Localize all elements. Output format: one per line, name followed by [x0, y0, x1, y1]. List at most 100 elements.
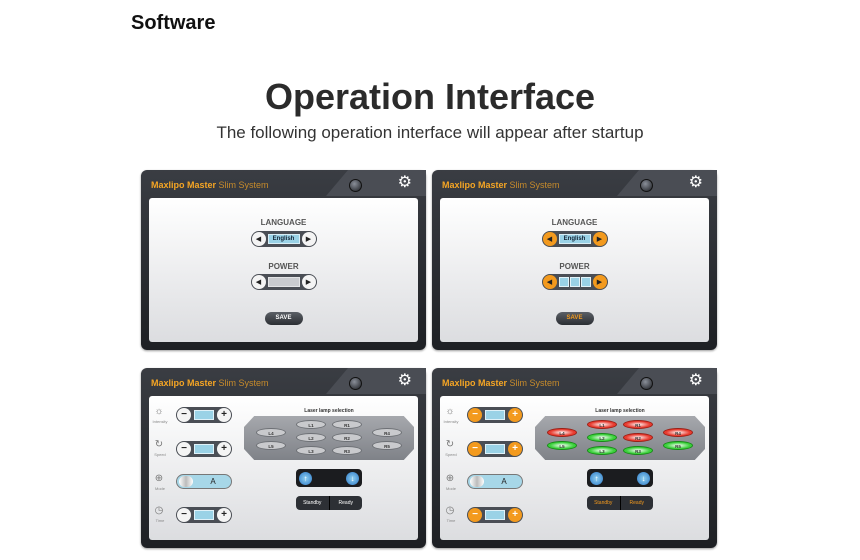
lamp-R4[interactable]: R4	[663, 428, 693, 437]
brand-name: Maxlipo Master	[151, 378, 217, 388]
brand-subtitle: Slim System	[509, 378, 560, 388]
lamp-L2[interactable]: L2	[296, 433, 326, 442]
panel-header: Maxlipo Master Slim System ⚙	[432, 368, 717, 396]
mode-toggle[interactable]: A	[467, 474, 523, 489]
gear-icon[interactable]: ⚙	[397, 174, 412, 191]
mode-icon: ⊕	[445, 473, 455, 484]
arrow-left-icon[interactable]: ◀	[542, 275, 557, 289]
intensity-caption: Intensity	[152, 419, 168, 424]
arrow-right-icon[interactable]: ▶	[301, 232, 316, 246]
lamp-L1[interactable]: L1	[587, 420, 617, 429]
mode-icon: ⊕	[154, 473, 164, 484]
arrow-left-icon[interactable]: ◀	[251, 232, 266, 246]
speed-display	[194, 444, 214, 454]
lamp-L3[interactable]: L3	[296, 446, 326, 455]
lamp-L5[interactable]: L5	[256, 441, 286, 450]
power-level-display	[267, 277, 300, 287]
clock-icon: ◷	[154, 505, 164, 516]
lamp-board: L1 R1 L4 R4 L2 R2 L5 R5 L3 R3	[535, 416, 705, 460]
arrow-down-icon[interactable]: ↓	[346, 471, 359, 485]
minus-button[interactable]: −	[177, 442, 191, 456]
intensity-icon: ☼	[154, 406, 164, 417]
arrow-right-icon[interactable]: ▶	[301, 275, 316, 289]
panel-header: Maxlipo Master Slim System ⚙	[141, 170, 426, 198]
lamp-selection-title: Laser lamp selection	[595, 408, 645, 414]
settings-panel-active: Maxlipo Master Slim System ⚙ LANGUAGE ◀ …	[432, 170, 717, 350]
speed-stepper: − +	[467, 441, 523, 457]
control-panel-default: Maxlipo Master Slim System ⚙ ☼ Intensity…	[141, 368, 426, 548]
page-subtitle: The following operation interface will a…	[216, 123, 644, 142]
lamp-L3[interactable]: L3	[587, 446, 617, 455]
mode-value: A	[210, 477, 216, 486]
mode-toggle-knob[interactable]	[470, 476, 484, 487]
time-caption: Time	[446, 518, 456, 523]
ready-button[interactable]: Ready	[338, 500, 353, 506]
plus-button[interactable]: +	[508, 508, 522, 522]
lamp-board: L1 R1 L4 R4 L2 R2 L5 R5 L3 R3	[244, 416, 414, 460]
language-value: English	[267, 234, 300, 244]
speed-caption: Speed	[445, 452, 457, 457]
arrow-down-icon[interactable]: ↓	[637, 471, 650, 485]
arrow-right-icon[interactable]: ▶	[592, 232, 607, 246]
intensity-stepper: − +	[467, 407, 523, 423]
status-knob-icon	[349, 179, 362, 192]
lamp-L2[interactable]: L2	[587, 433, 617, 442]
mode-toggle-knob[interactable]	[179, 476, 193, 487]
speed-icon: ↻	[445, 439, 455, 450]
lamp-L5[interactable]: L5	[547, 441, 577, 450]
brand-name: Maxlipo Master	[151, 180, 217, 190]
minus-button[interactable]: −	[468, 508, 482, 522]
mode-value: A	[501, 477, 507, 486]
lamp-R4[interactable]: R4	[372, 428, 402, 437]
plus-button[interactable]: +	[217, 442, 231, 456]
brand-subtitle: Slim System	[509, 180, 560, 190]
arrow-right-icon[interactable]: ▶	[592, 275, 607, 289]
lamp-R3[interactable]: R3	[623, 446, 653, 455]
lamp-L4[interactable]: L4	[547, 428, 577, 437]
minus-button[interactable]: −	[177, 508, 191, 522]
arrow-left-icon[interactable]: ◀	[251, 275, 266, 289]
plus-button[interactable]: +	[508, 442, 522, 456]
power-level-display	[558, 277, 591, 287]
lamp-R2[interactable]: R2	[332, 433, 362, 442]
ready-button[interactable]: Ready	[629, 500, 644, 506]
time-caption: Time	[155, 518, 165, 523]
intensity-icon: ☼	[445, 406, 455, 417]
lamp-R5[interactable]: R5	[372, 441, 402, 450]
lamp-R1[interactable]: R1	[623, 420, 653, 429]
save-button[interactable]: SAVE	[555, 312, 594, 325]
mode-toggle[interactable]: A	[176, 474, 232, 489]
direction-bar: ↑ ↓	[296, 469, 362, 487]
settings-panel-default: Maxlipo Master Slim System ⚙ LANGUAGE ◀ …	[141, 170, 426, 350]
arrow-up-icon[interactable]: ↑	[590, 471, 603, 485]
language-label: LANGUAGE	[260, 218, 307, 227]
power-segment	[558, 277, 569, 287]
lamp-R2[interactable]: R2	[623, 433, 653, 442]
lamp-L4[interactable]: L4	[256, 428, 286, 437]
lamp-R1[interactable]: R1	[332, 420, 362, 429]
plus-button[interactable]: +	[508, 408, 522, 422]
language-selector: ◀ English ▶	[250, 231, 317, 247]
panel-body: ☼ Intensity − + ↻ Speed − + ⊕ Mode A ◷ T…	[440, 396, 709, 540]
plus-button[interactable]: +	[217, 408, 231, 422]
minus-button[interactable]: −	[468, 408, 482, 422]
panel-body: LANGUAGE ◀ English ▶ POWER ◀ ▶ SAVE	[149, 198, 418, 342]
lamp-R5[interactable]: R5	[663, 441, 693, 450]
standby-button[interactable]: Standby	[587, 496, 621, 510]
arrow-up-icon[interactable]: ↑	[299, 471, 312, 485]
save-button[interactable]: SAVE	[264, 312, 303, 325]
mode-caption: Mode	[445, 486, 456, 491]
gear-icon[interactable]: ⚙	[688, 372, 703, 389]
lamp-R3[interactable]: R3	[332, 446, 362, 455]
minus-button[interactable]: −	[468, 442, 482, 456]
brand-subtitle: Slim System	[218, 378, 269, 388]
arrow-left-icon[interactable]: ◀	[542, 232, 557, 246]
minus-button[interactable]: −	[177, 408, 191, 422]
intensity-stepper: − +	[176, 407, 232, 423]
plus-button[interactable]: +	[217, 508, 231, 522]
gear-icon[interactable]: ⚙	[397, 372, 412, 389]
lamp-L1[interactable]: L1	[296, 420, 326, 429]
gear-icon[interactable]: ⚙	[688, 174, 703, 191]
standby-button[interactable]: Standby	[296, 496, 330, 510]
power-selector: ◀ ▶	[250, 274, 317, 290]
